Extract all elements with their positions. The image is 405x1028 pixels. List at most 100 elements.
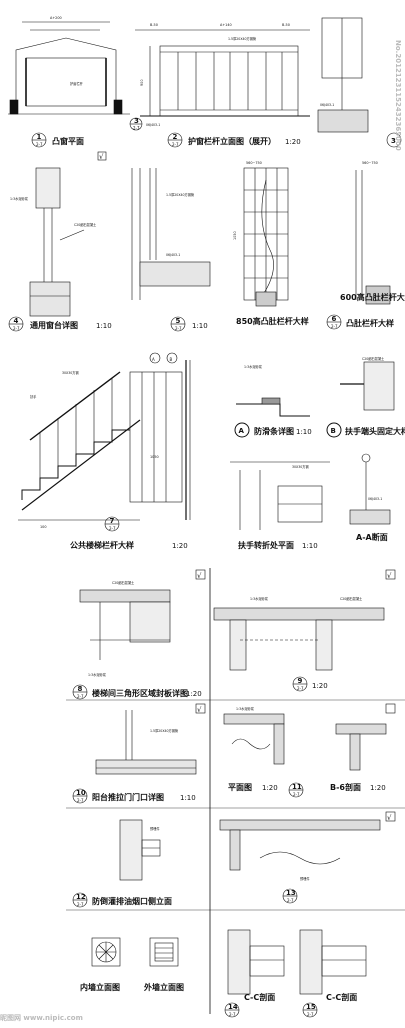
- svg-text:2-7: 2-7: [297, 686, 304, 691]
- svg-text:6: 6: [332, 315, 337, 323]
- stair-railing-detail: 1050 30X30方钢 扶手 100: [18, 360, 191, 529]
- svg-text:A: A: [152, 357, 155, 362]
- detail-9-section: 1:3水泥砂浆 C20细石混凝土: [213, 596, 385, 671]
- outer-wall-elevation: 外墙立面图: [144, 937, 184, 992]
- detail-bubble-5: 5 2-7: [170, 316, 186, 332]
- title-window-sill: 通用窗台详图: [30, 320, 78, 330]
- svg-text:10: 10: [76, 789, 86, 797]
- svg-text:4: 4: [14, 317, 19, 325]
- svg-text:A+140: A+140: [220, 23, 232, 27]
- svg-text:13: 13: [286, 889, 296, 897]
- title-section-a-a: A-A断面: [356, 532, 388, 542]
- svg-text:2-7: 2-7: [77, 798, 84, 803]
- svg-text:11: 11: [292, 783, 302, 791]
- svg-text:1:10: 1:10: [180, 794, 196, 802]
- svg-text:B-50: B-50: [282, 23, 290, 27]
- title-850-railing: 850高凸肚栏杆大样: [236, 316, 309, 326]
- svg-text:√: √: [387, 572, 392, 580]
- detail-bubble-1: 1 2-7: [31, 132, 47, 148]
- check-mark-row2: √: [97, 151, 107, 161]
- title-b6-section: B-6剖面: [330, 782, 361, 792]
- title-c-c-1: C-C剖面: [244, 992, 275, 1002]
- watermark-bottom: 昵图网 www.nipic.com: [0, 1013, 83, 1022]
- svg-text:2-7: 2-7: [13, 326, 20, 331]
- svg-text:√: √: [387, 814, 392, 822]
- svg-text:2-7: 2-7: [172, 142, 179, 147]
- svg-text:9: 9: [298, 677, 303, 685]
- svg-text:2: 2: [173, 133, 178, 141]
- svg-text:1:20: 1:20: [172, 542, 188, 550]
- detail-bubble-9: 9 2-7: [292, 676, 308, 692]
- svg-text:1:10: 1:10: [96, 322, 112, 330]
- svg-text:15: 15: [306, 1003, 316, 1011]
- svg-text:2-7: 2-7: [77, 694, 84, 699]
- bay-window-plan: A+200 护窗栏杆: [8, 16, 130, 115]
- svg-text:A: A: [239, 427, 245, 435]
- detail-bubble-2: 2 2-7: [167, 132, 183, 148]
- detail-bubble-12: 12 2-7: [72, 892, 88, 908]
- handrail-end-detail: C20细石混凝土 B 扶手端头固定大样: [326, 356, 405, 438]
- detail-bubble-7: 7 2-7: [104, 516, 120, 532]
- exhaust-vent-elevation: 预埋件: [119, 819, 160, 881]
- svg-text:8: 8: [78, 685, 83, 693]
- dim-label: A+200: [50, 16, 62, 20]
- title-anti-slip: 防滑条详图: [254, 426, 294, 436]
- title-inner-wall: 内墙立面图: [80, 982, 120, 992]
- svg-text:900: 900: [140, 80, 144, 86]
- note-label: 护窗栏杆: [70, 81, 84, 86]
- svg-text:1:20: 1:20: [312, 682, 328, 690]
- svg-text:预埋件: 预埋件: [150, 826, 160, 831]
- svg-text:C20细石混凝土: C20细石混凝土: [112, 580, 135, 585]
- svg-text:B-50: B-50: [150, 23, 158, 27]
- title-bay-window-plan: 凸窗平面: [52, 136, 84, 146]
- detail-bubble-10: 10 2-7: [72, 788, 88, 804]
- svg-text:1: 1: [37, 133, 42, 141]
- svg-text:√: √: [197, 706, 202, 714]
- svg-text:1050: 1050: [150, 455, 159, 459]
- svg-text:1:10: 1:10: [302, 542, 318, 550]
- section-a-a: 06J403-1 A-A断面: [349, 453, 391, 542]
- window-sill-section: 1:3水泥砂浆 C20细石混凝土: [10, 167, 97, 317]
- marker-bubble-b: B: [166, 352, 178, 364]
- svg-text:06J403-1: 06J403-1: [320, 103, 334, 107]
- title-sliding-door: 阳台推拉门门口详图: [92, 792, 164, 802]
- title-600-railing: 600高凸肚栏杆大样: [340, 292, 405, 302]
- svg-text:C20细石混凝土: C20细石混凝土: [74, 222, 97, 227]
- detail-bubble-4: 4 2-7: [8, 316, 24, 332]
- svg-text:1:20: 1:20: [285, 138, 301, 146]
- svg-text:1:20: 1:20: [370, 784, 386, 792]
- svg-text:06J403-1: 06J403-1: [146, 123, 160, 127]
- svg-text:扶手: 扶手: [30, 394, 37, 399]
- marker-bubble-a: A: [149, 352, 161, 364]
- svg-text:√: √: [197, 572, 202, 580]
- handrail-turn-plan: 30X30方钢 扶手转折处平面 1:10: [230, 461, 330, 550]
- detail-bubble-11: 11 2-7: [288, 782, 304, 798]
- svg-text:1:10: 1:10: [296, 428, 312, 436]
- svg-text:1:3水泥砂浆: 1:3水泥砂浆: [88, 672, 107, 677]
- svg-text:C20细石混凝土: C20细石混凝土: [340, 596, 363, 601]
- svg-text:2-7: 2-7: [287, 898, 294, 903]
- svg-text:2-7: 2-7: [293, 792, 300, 797]
- svg-text:06J403-1: 06J403-1: [166, 253, 180, 257]
- svg-text:2-7: 2-7: [36, 142, 43, 147]
- svg-text:560~750: 560~750: [246, 161, 262, 165]
- title-outer-wall: 外墙立面图: [144, 982, 184, 992]
- title-bay-railing: 凸肚栏杆大样: [346, 318, 394, 328]
- svg-text:2-7: 2-7: [307, 1012, 314, 1017]
- svg-text:1:3水泥砂浆: 1:3水泥砂浆: [10, 196, 29, 201]
- section-c-c-left: C-C剖面: [227, 929, 285, 1002]
- svg-text:100: 100: [40, 525, 46, 529]
- svg-text:3: 3: [134, 117, 139, 125]
- anti-slip-detail: 1:3水泥砂浆 A 防滑条详图 1:10: [234, 364, 312, 438]
- svg-text:3: 3: [391, 137, 396, 145]
- title-stair-railing: 公共楼梯栏杆大样: [70, 540, 134, 550]
- check-10: √: [195, 703, 206, 714]
- svg-text:1:3水泥砂浆: 1:3水泥砂浆: [250, 596, 269, 601]
- detail-bubble-8: 8 2-7: [72, 684, 88, 700]
- title-handrail-turn: 扶手转折处平面: [238, 540, 294, 550]
- detail-bubble-13: 13 2-7: [282, 888, 298, 904]
- section-c-c-right: C-C剖面: [299, 929, 367, 1002]
- svg-text:30X30方钢: 30X30方钢: [62, 370, 79, 375]
- detail-bubble-15: 15 2-7: [302, 1002, 318, 1018]
